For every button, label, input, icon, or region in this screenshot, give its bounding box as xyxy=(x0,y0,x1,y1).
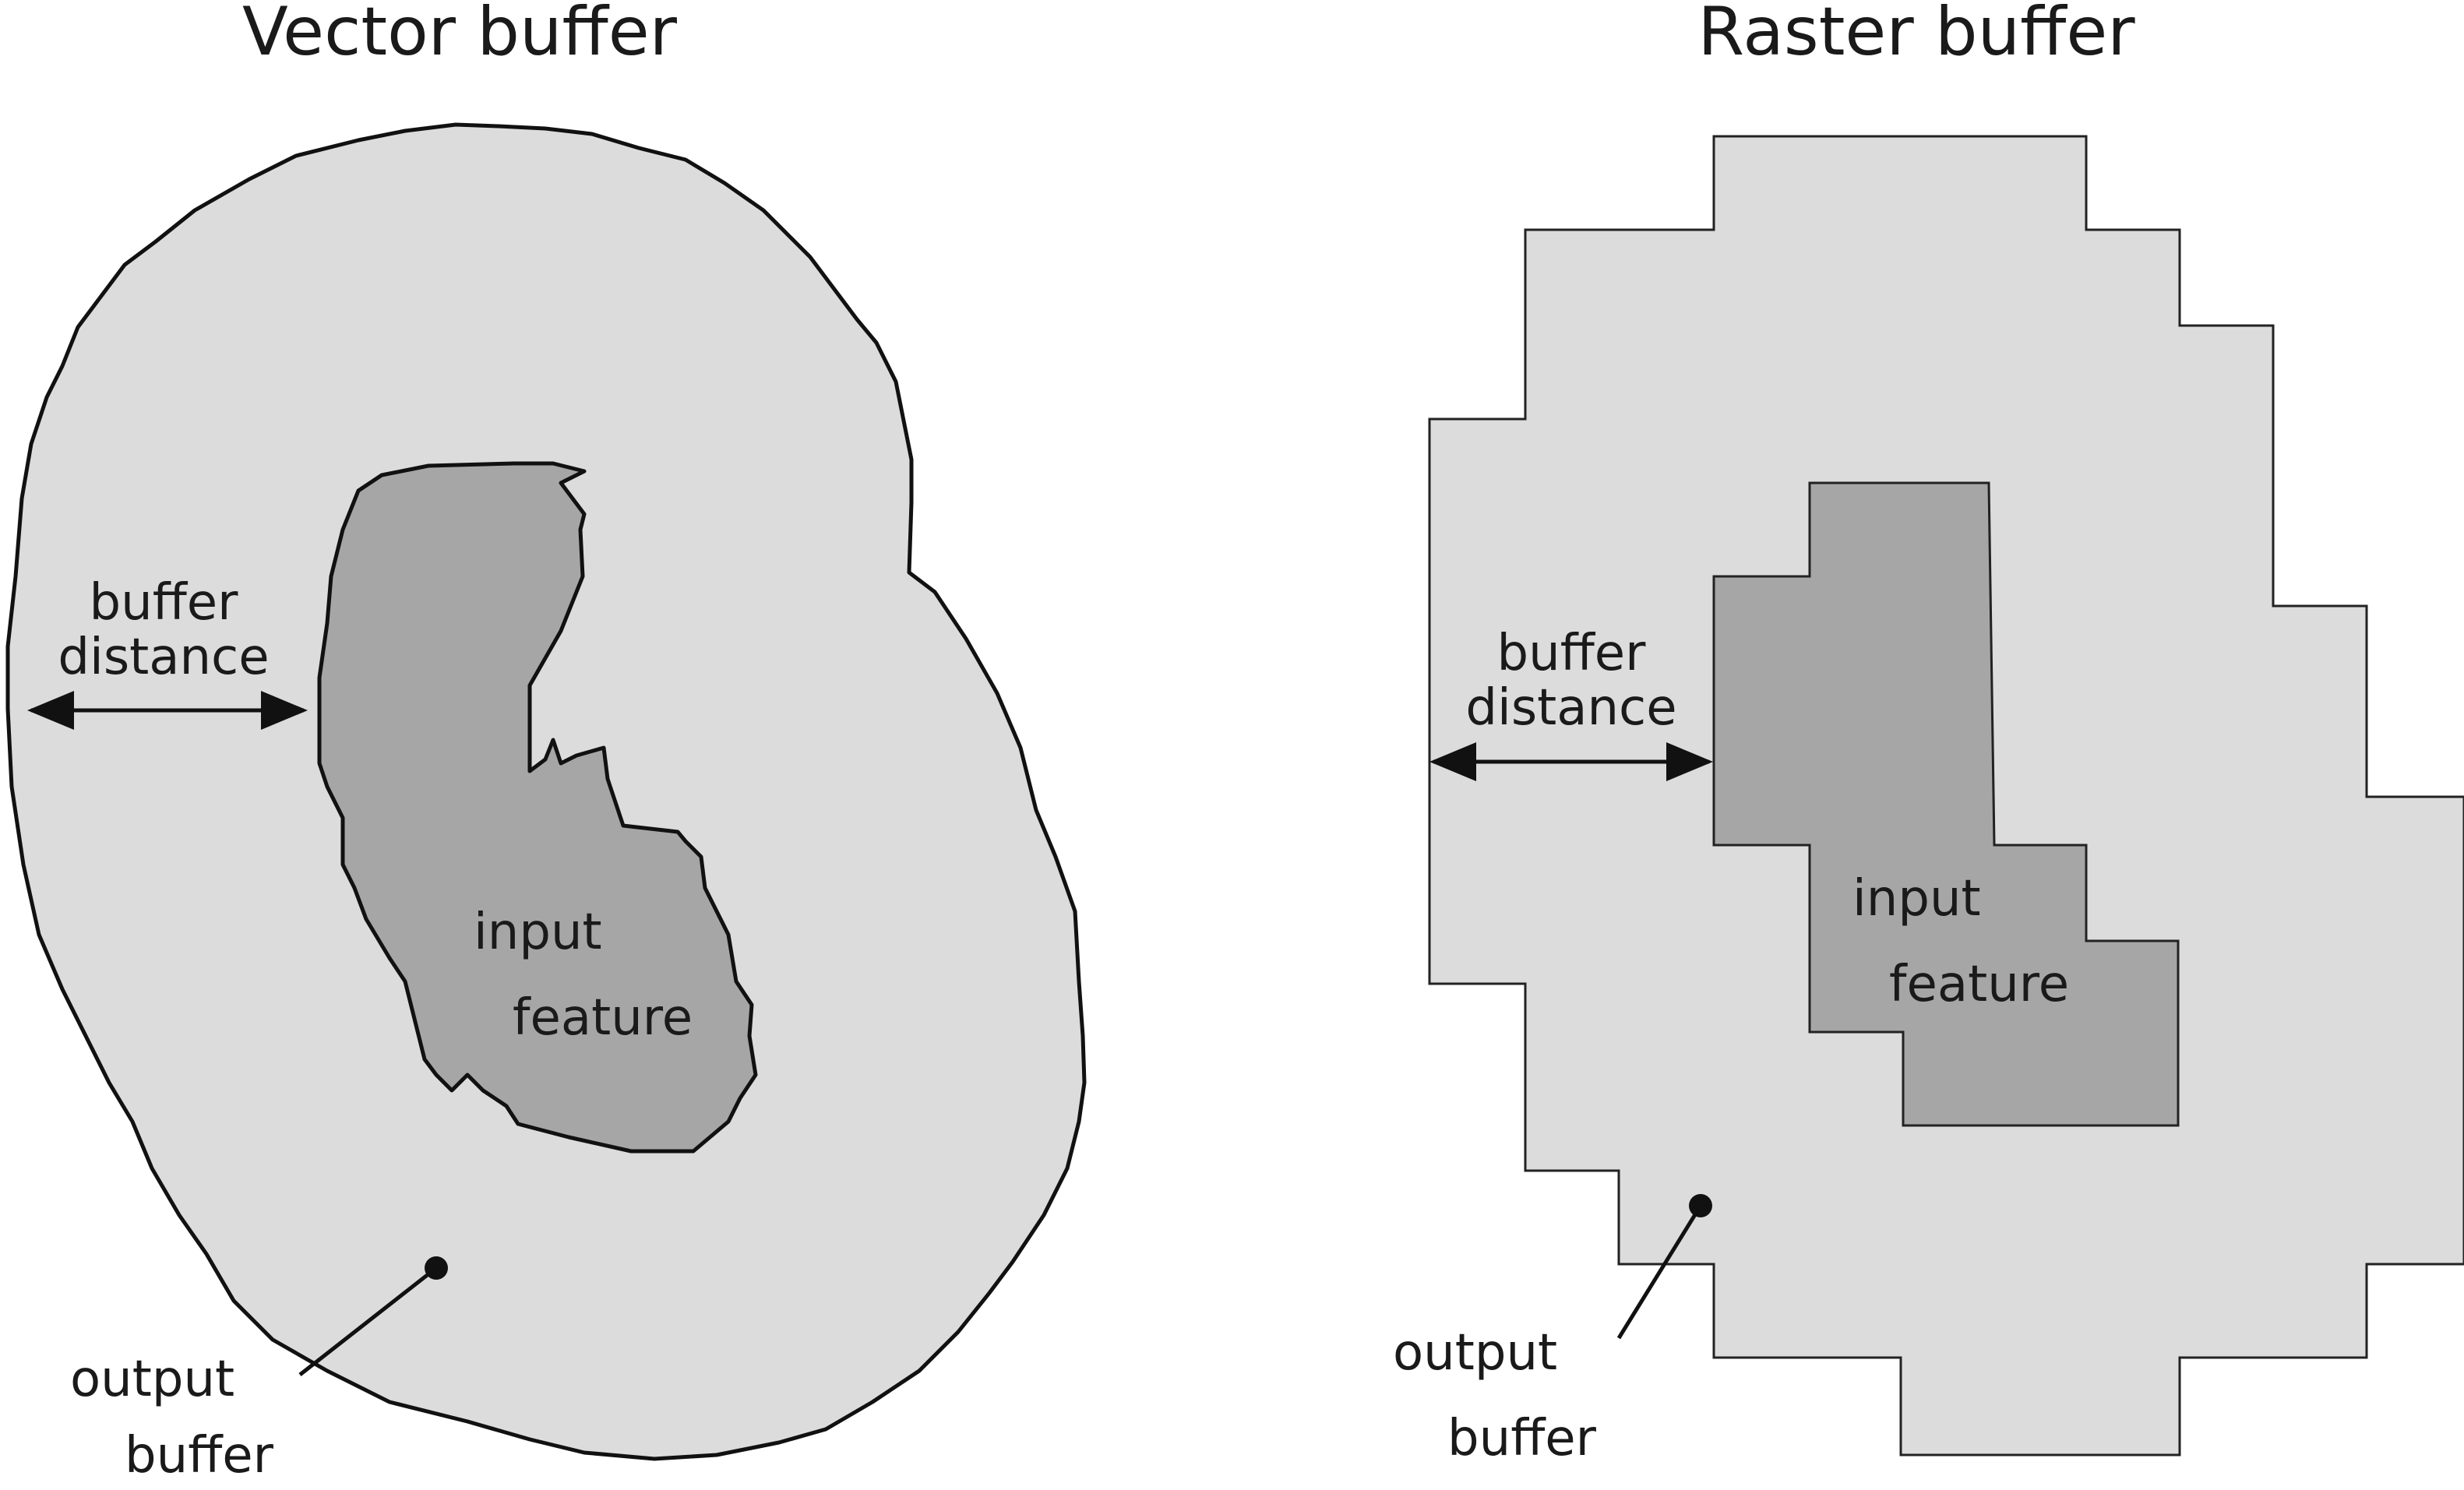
raster-output-buffer-label-line2: buffer xyxy=(1447,1410,1597,1467)
raster-buffer-distance-label-line1: buffer xyxy=(1497,625,1647,682)
raster-output-buffer-leader-line xyxy=(1616,1204,1703,1340)
raster-buffer-distance-label-line2: distance xyxy=(1465,679,1676,737)
raster-input-feature-polygon xyxy=(1712,481,2180,1127)
raster-input-feature-label-line1: input xyxy=(1852,870,1981,928)
vector-buffer-panel: Vector buffer buffer distance input feat… xyxy=(5,0,1087,1485)
vector-output-buffer-label-line2: buffer xyxy=(125,1427,274,1485)
vector-input-feature-label-line1: input xyxy=(474,904,602,961)
vector-buffer-distance-label-line2: distance xyxy=(58,629,269,686)
raster-input-feature-label-line2: feature xyxy=(1889,956,2069,1013)
vector-output-buffer-leader-line xyxy=(298,1266,438,1376)
raster-output-buffer-label-line1: output xyxy=(1393,1324,1557,1382)
vector-buffer-title: Vector buffer xyxy=(242,0,678,71)
raster-buffer-title: Raster buffer xyxy=(1697,0,2135,71)
vector-input-feature-label-line2: feature xyxy=(513,989,693,1047)
vector-output-buffer-label-line1: output xyxy=(70,1351,234,1408)
raster-buffer-panel: Raster buffer buffer distance input feat… xyxy=(1393,0,2464,1467)
vector-input-feature-polygon xyxy=(317,461,758,1154)
vector-buffer-distance-label-line1: buffer xyxy=(90,574,239,632)
